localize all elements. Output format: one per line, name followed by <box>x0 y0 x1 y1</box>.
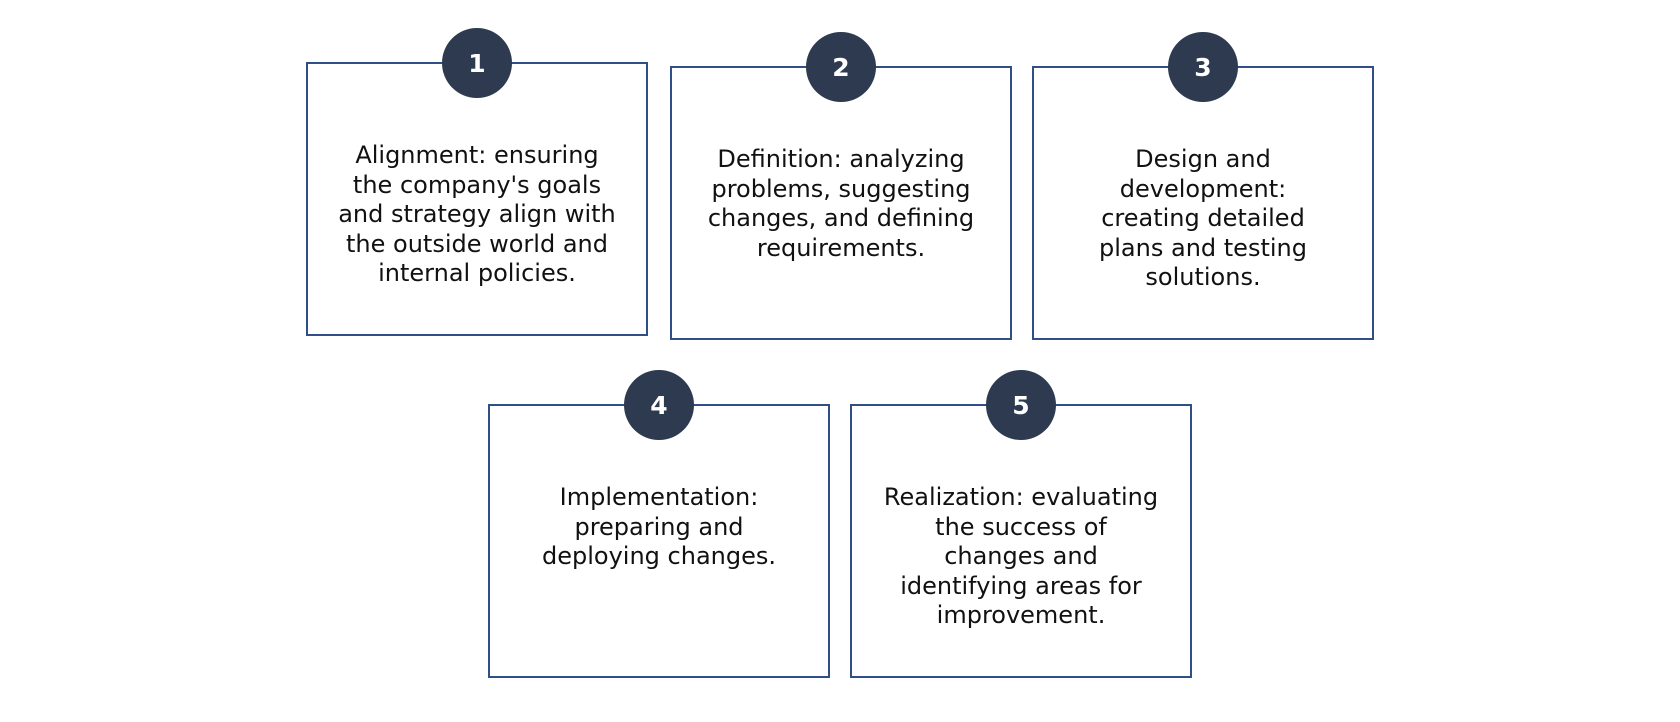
step-description-1: Alignment: ensuring the company's goals … <box>338 141 616 287</box>
step-card-4: 4 Implementation: preparing and deployin… <box>488 370 830 678</box>
step-number-badge-1: 1 <box>442 28 512 98</box>
step-description-2: Definition: analyzing problems, suggesti… <box>707 145 975 262</box>
step-description-3: Design and development: creating detaile… <box>1099 145 1307 291</box>
step-number-badge-4: 4 <box>624 370 694 440</box>
step-number-badge-2: 2 <box>806 32 876 102</box>
step-number-badge-3: 3 <box>1168 32 1238 102</box>
step-description-5: Realization: evaluating the success of c… <box>883 483 1159 629</box>
step-number-badge-5: 5 <box>986 370 1056 440</box>
step-card-1: 1 Alignment: ensuring the company's goal… <box>306 28 648 336</box>
step-card-5: 5 Realization: evaluating the success of… <box>850 370 1192 678</box>
step-card-2: 2 Definition: analyzing problems, sugges… <box>670 32 1012 340</box>
step-description-4: Implementation: preparing and deploying … <box>542 483 776 570</box>
step-card-3: 3 Design and development: creating detai… <box>1032 32 1374 340</box>
